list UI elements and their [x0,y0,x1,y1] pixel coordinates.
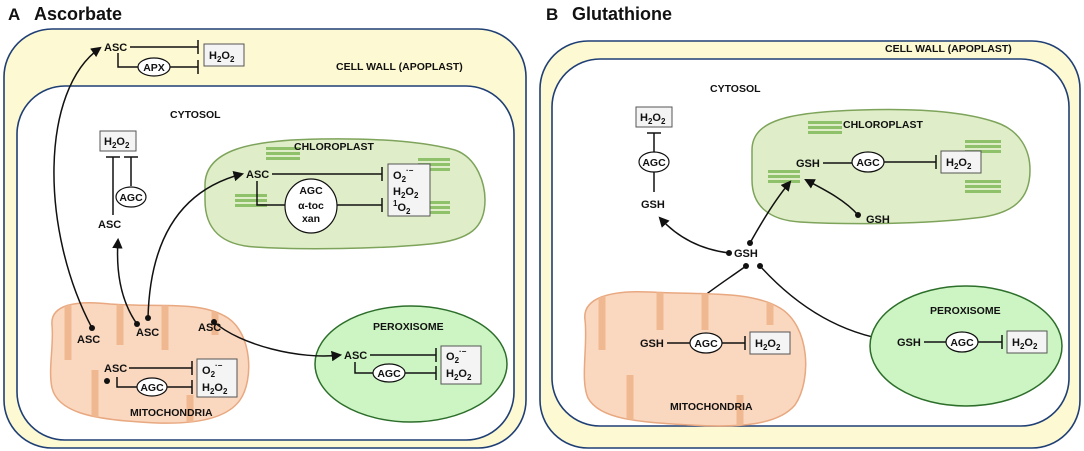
superoxide-chloroplast: O2·− [393,166,414,184]
mitochondria-b-label: MITOCHONDRIA [670,401,753,413]
panel-a-letter: A [8,5,20,24]
asc-perox-connector [354,362,373,374]
asc-mito-inner: ASC [104,363,127,375]
arrow-mito-to-cytosol [112,237,138,325]
cell-wall-b-label: CELL WALL (APOPLAST) [885,43,1012,55]
agc-toc-xan-enzyme [284,178,338,234]
h2o2-chloroplast-b-box [940,150,982,174]
agc-inhibits-ros-chloroplast [337,198,383,212]
h2o2-peroxisome-b: H2O2 [1012,337,1038,351]
cell-wall-a-label: CELL WALL (APOPLAST) [336,61,463,73]
agc-peroxisome-a-label: AGC [377,368,401,380]
asc-inhibits-ros-peroxisome [370,348,437,362]
chloroplast-b [751,108,1031,225]
apx-label: APX [143,62,165,74]
gsh-peroxisome: GSH [897,337,921,349]
h2o2-apoplast-box [203,43,245,67]
mitochondria-a-cristae [64,302,219,424]
agc-inhibits-ros-mito [167,380,193,394]
superoxide-mito: O2·− [202,361,223,379]
h2o2-mito: H2O2 [202,382,228,396]
gsh-mitochondria: GSH [640,338,664,350]
asc-peroxisome: ASC [344,350,367,362]
asc-cytosol: ASC [98,219,121,231]
arrow-stroma-gsh-to-thylakoid [804,179,859,216]
ros-peroxisome-box [440,345,482,385]
mitochondria-b [583,290,807,427]
h2o2-mito-b-box [749,331,791,355]
agc-mito-a-label: AGC [140,382,164,394]
h2o2-chloroplast-b: H2O2 [946,157,972,171]
chloroplast-a-label: CHLOROPLAST [294,141,375,153]
agc-peroxisome-b-label: AGC [950,337,974,349]
asc-mito-connector [116,377,138,388]
asc-chloroplast: ASC [246,169,269,181]
arrow-mito-to-chloroplast [147,171,245,319]
agc-inhibits-h2o2-mito-b [722,336,746,350]
peroxisome-b-label: PEROXISOME [930,305,1001,317]
ros-mito-box [196,358,238,398]
panel-b: B Glutathione CELL WALL (APOPLAST) CYTOS… [539,4,1081,449]
superoxide-peroxisome: O2·− [446,347,467,365]
h2o2-cytosol-box [99,130,137,152]
asc-inhibits-h2o2-apoplast [130,40,199,54]
agc-cytosol-a-label: AGC [119,192,143,204]
cytosol-b-label: CYTOSOL [710,83,761,95]
h2o2-peroxisome-b-box [1006,330,1048,354]
chloroplast-b-label: CHLOROPLAST [843,119,924,131]
arrow-mito-to-apoplast [53,46,102,329]
asc-apoplast: ASC [104,42,127,54]
asc-inhibits-h2o2-cytosol [106,156,120,215]
panel-b-title: Glutathione [572,4,672,24]
mito-branch-dot [104,378,110,384]
gsh-cytosol: GSH [641,199,665,211]
h2o2-peroxisome: H2O2 [446,368,472,382]
ros-chloroplast-box [387,163,431,217]
chloroplast-a [204,138,486,250]
agc-cytosol-b-label: AGC [642,157,666,169]
agc-mito-b-label: AGC [694,338,718,350]
panel-b-letter: B [546,5,558,24]
agc-chloro-label: AGC [299,185,323,197]
gsh-central: GSH [734,248,758,260]
h2o2-cytosol-b-box [635,106,673,128]
panel-a: A Ascorbate CELL WALL (APOPLAST) CYTOSOL… [3,4,527,449]
peroxisome-a [314,305,508,423]
peroxisome-a-label: PEROXISOME [373,321,444,333]
h2o2-cytosol-b: H2O2 [640,112,666,126]
h2o2-apoplast: H2O2 [209,50,235,64]
agc-inhibits-h2o2-cytosol [124,156,138,186]
arrow-central-to-chloroplast [749,180,792,244]
agc-cytosol-a [115,186,147,208]
cytosol-a-label: CYTOSOL [170,109,221,121]
h2o2-cytosol: H2O2 [104,136,130,150]
xan-label: xan [302,213,320,225]
arrow-central-to-cytosol-gsh [658,216,730,254]
panel-a-title: Ascorbate [34,4,122,24]
h2o2-mito-b: H2O2 [755,338,781,352]
agc-chloroplast-b-label: AGC [856,157,880,169]
agc-inhibits-ros-peroxisome [405,366,437,380]
agc-inhibits-h2o2-chloroplast-b [884,155,937,169]
asc-mito-left: ASC [77,334,100,346]
h2o2-chloroplast: H2O2 [393,186,419,200]
apx-inhibits-h2o2 [170,60,199,74]
asc-apx-connector [117,53,140,68]
gsh-chloroplast-stroma: GSH [866,214,890,226]
arrow-mito-to-peroxisome [213,321,343,362]
gsh-chloroplast: GSH [796,158,820,170]
agc-inhibits-h2o2-peroxisome-b [978,335,1003,349]
asc-inhibits-ros-mito [129,361,193,375]
mitochondria-a-label: MITOCHONDRIA [130,407,213,419]
asc-chloro-connector [256,181,288,206]
alpha-toc-label: α-toc [298,200,324,212]
asc-mito-center: ASC [136,327,159,339]
agc-inhibits-h2o2-cytosol-b [647,132,661,152]
singlet-oxygen-chloroplast: 1O2 [393,199,411,216]
chloroplast-a-thylakoids [235,147,450,214]
asc-mito-right: ASC [198,322,221,334]
asc-inhibits-ros-chloroplast [272,167,383,181]
